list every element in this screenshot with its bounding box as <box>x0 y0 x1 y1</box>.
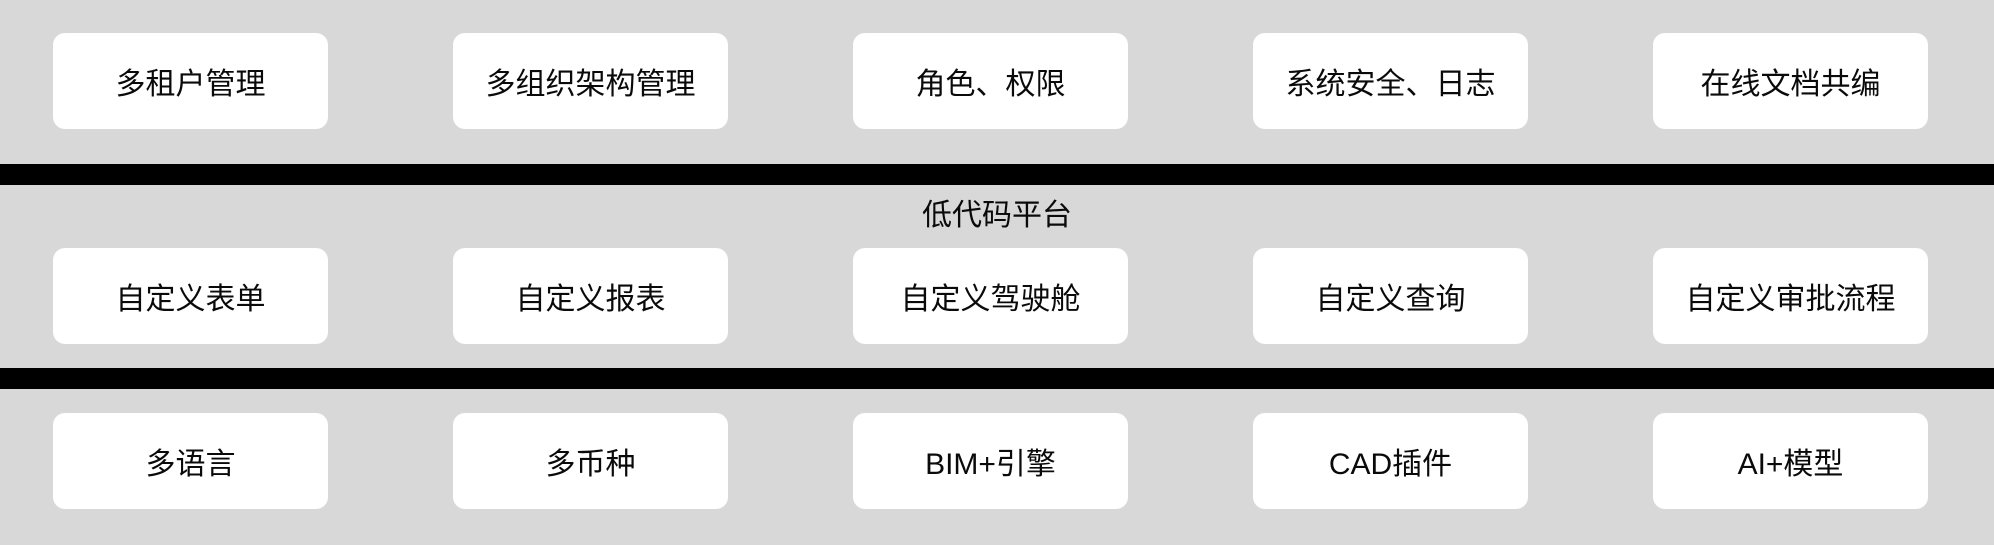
divider-bar <box>0 164 1994 185</box>
feature-card: 系统安全、日志 <box>1253 33 1528 129</box>
feature-card: 自定义审批流程 <box>1653 248 1928 344</box>
feature-card: 自定义报表 <box>453 248 728 344</box>
feature-card: 自定义表单 <box>53 248 328 344</box>
feature-card: 在线文档共编 <box>1653 33 1928 129</box>
feature-card: BIM+引擎 <box>853 413 1128 509</box>
feature-card: 多币种 <box>453 413 728 509</box>
feature-card: 多语言 <box>53 413 328 509</box>
feature-row-top: 多租户管理 多组织架构管理 角色、权限 系统安全、日志 在线文档共编 <box>53 33 1928 129</box>
feature-card: 多组织架构管理 <box>453 33 728 129</box>
section-title-low-code-platform: 低代码平台 <box>922 199 1072 232</box>
feature-row-bottom: 多语言 多币种 BIM+引擎 CAD插件 AI+模型 <box>53 413 1928 509</box>
feature-card: 自定义查询 <box>1253 248 1528 344</box>
feature-row-low-code: 自定义表单 自定义报表 自定义驾驶舱 自定义查询 自定义审批流程 <box>53 248 1928 344</box>
feature-card: AI+模型 <box>1653 413 1928 509</box>
feature-card: CAD插件 <box>1253 413 1528 509</box>
feature-card: 自定义驾驶舱 <box>853 248 1128 344</box>
feature-card: 角色、权限 <box>853 33 1128 129</box>
divider-bar <box>0 368 1994 389</box>
feature-card: 多租户管理 <box>53 33 328 129</box>
